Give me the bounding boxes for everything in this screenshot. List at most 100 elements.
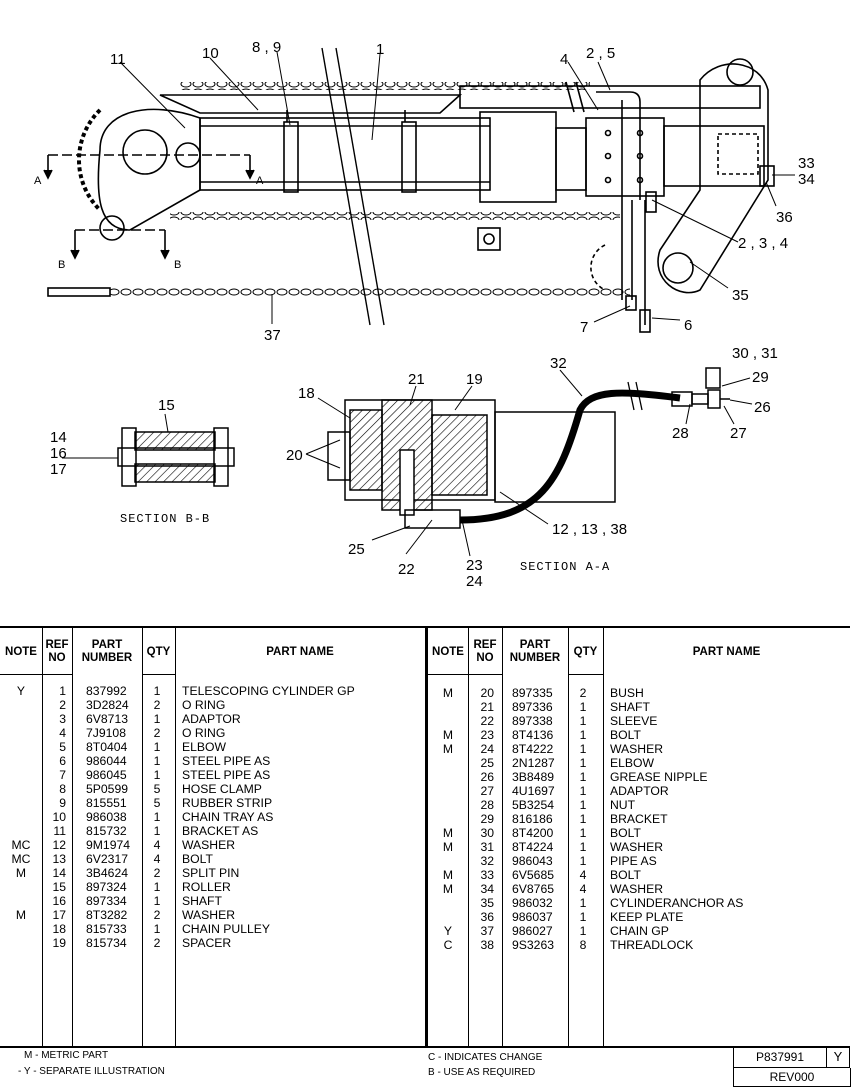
callout-25: 25 [348,541,365,558]
cell-qty: 1 [579,798,587,812]
cell-part-name: O RING [182,726,226,740]
callout-2-5: 2 , 5 [586,45,615,62]
cell-part-name: ADAPTOR [182,712,241,726]
cell-part-number: 815734 [86,936,127,950]
hose-clamp-2 [401,121,417,193]
cell-note: C [443,938,453,952]
cell-ref-no: 1 [59,684,66,698]
cell-ref-no: 12 [52,838,66,852]
cell-part-number: 897324 [86,880,127,894]
cell-part-name: TELESCOPING CYLINDER GP [182,684,355,698]
cell-ref-no: 10 [52,810,66,824]
callout-32: 32 [550,355,567,372]
cell-qty: 1 [579,854,587,868]
manifold-block [585,117,665,197]
cell-part-number: 8T0404 [86,740,128,754]
header-separator [0,674,42,675]
cell-qty: 1 [153,880,161,894]
cell-part-number: 986044 [86,754,127,768]
col-divider [568,628,569,1046]
cell-qty: 2 [153,936,161,950]
cell-qty: 1 [579,700,587,714]
cell-note: M [15,908,27,922]
callout-29: 29 [752,369,769,386]
section-aa-label: SECTION A-A [520,560,610,574]
cell-part-number: 8T4222 [512,742,554,756]
cell-part-name: GREASE NIPPLE [610,770,708,784]
cell-part-number: 8T4224 [512,840,554,854]
section-mark-b-left: B [58,259,65,271]
cell-ref-no: 20 [480,686,494,700]
cell-qty: 2 [153,698,161,712]
callout-11: 11 [110,51,126,68]
cell-qty: 1 [579,770,587,784]
cell-part-number: 9M1974 [86,838,131,852]
col-divider [502,628,503,1046]
cell-part-number: 8T3282 [86,908,128,922]
cell-ref-no: 32 [480,854,494,868]
cell-ref-no: 16 [52,894,66,908]
cell-qty: 1 [579,756,587,770]
cell-part-name: WASHER [182,908,236,922]
callout-17: 17 [50,461,67,478]
cell-part-name: STEEL PIPE AS [182,768,271,782]
cell-ref-no: 15 [52,880,66,894]
callout-20: 20 [286,447,303,464]
upper-chain [180,82,590,90]
cell-ref-no: 19 [52,936,66,950]
callout-24: 24 [466,573,483,590]
cell-note: M [442,728,454,742]
cell-part-name: SPLIT PIN [182,866,240,880]
table-center-divider [425,628,428,1046]
cell-ref-no: 7 [59,768,66,782]
callout-6: 6 [684,317,692,334]
steel-pipe-upper [596,91,641,200]
cell-part-number: 6V8713 [86,712,129,726]
cell-part-name: BOLT [182,852,213,866]
legend-change: C - INDICATES CHANGE [428,1052,543,1063]
chain-pulley [76,108,102,212]
cell-note: M [442,868,454,882]
cell-part-number: 897335 [512,686,553,700]
cell-qty: 1 [579,924,587,938]
cell-part-name: ELBOW [182,740,227,754]
cell-qty: 2 [153,866,161,880]
cell-ref-no: 23 [480,728,494,742]
cell-part-number: 986043 [512,854,553,868]
cell-note: M [442,742,454,756]
section-mark-a-right: A [256,175,264,187]
cell-part-number: 986038 [86,810,127,824]
cell-part-name: KEEP PLATE [610,910,684,924]
cell-qty: 1 [153,712,161,726]
parts-illustration: 11 10 8 , 9 1 4 2 , 5 A A B B 33 34 36 2… [34,39,815,590]
header-qty: QTY [573,645,598,658]
cylinder-anchor [657,63,769,294]
cell-qty: 2 [153,726,161,740]
pipe-as-32 [459,389,681,524]
cell-ref-no: 27 [480,784,494,798]
cell-ref-no: 28 [480,798,494,812]
cell-ref-no: 17 [52,908,66,922]
callout-12-13-38: 12 , 13 , 38 [552,521,627,538]
cell-qty: 4 [579,882,587,896]
illustration-letter: Y [827,1046,850,1068]
